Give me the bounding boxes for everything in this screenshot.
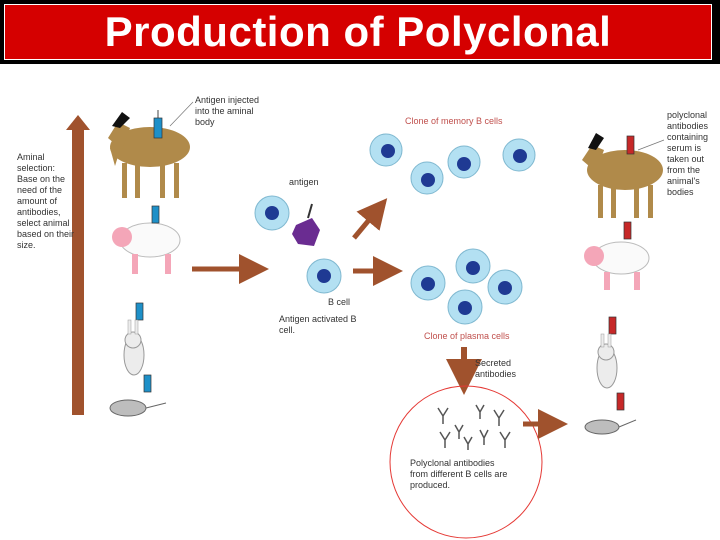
- plasma-cell: [410, 265, 446, 301]
- syringe-icon: [153, 110, 163, 139]
- goat-icon: [108, 112, 190, 198]
- antibody-circle: [389, 385, 543, 539]
- serum-taken-label: polyclonal antibodies containing serum i…: [667, 110, 709, 197]
- antibody-icon: [437, 404, 511, 450]
- animal-selection-label: Aminal selection: Base on the need of th…: [17, 152, 75, 250]
- antigen-icon: [292, 203, 320, 246]
- mouse-icon: [109, 399, 167, 417]
- polyclonal-produced-label: Polyclonal antibodies from different B c…: [410, 458, 508, 490]
- rabbit-icon: [596, 333, 618, 389]
- sheep-icon: [112, 222, 181, 274]
- b-cell-label: B cell: [328, 297, 351, 307]
- b-cell-top: [254, 195, 290, 231]
- syringe-icon: [151, 205, 160, 224]
- syringe-icon: [143, 374, 152, 393]
- pointer-line: [637, 139, 665, 151]
- flow-arrow: [352, 198, 388, 240]
- pointer-line: [169, 101, 194, 127]
- title-banner: Production of Polyclonal: [0, 0, 720, 64]
- sheep-icon: [584, 241, 650, 290]
- rabbit-icon: [123, 319, 145, 376]
- page-title: Production of Polyclonal: [104, 8, 612, 55]
- syringe-icon: [608, 316, 617, 335]
- title-banner-inner: Production of Polyclonal: [4, 4, 712, 60]
- memory-cell: [369, 133, 403, 167]
- syringe-icon: [616, 392, 625, 411]
- antigen-label: antigen: [289, 177, 319, 187]
- plasma-cell: [447, 289, 483, 325]
- memory-cell: [410, 161, 444, 195]
- memory-cell: [502, 138, 536, 172]
- b-cell-activated: [306, 258, 342, 294]
- mouse-icon: [584, 419, 637, 435]
- syringe-icon: [623, 221, 632, 240]
- syringe-icon: [135, 302, 144, 321]
- goat-icon: [582, 133, 663, 218]
- diagram-canvas: [66, 101, 665, 539]
- syringe-icon: [626, 135, 635, 155]
- secreted-antibodies-label: Secreted antibodies: [475, 358, 517, 379]
- plasma-cell: [487, 269, 523, 305]
- plasma-clone-label: Clone of plasma cells: [424, 331, 510, 341]
- antigen-injected-label: Antigen injected into the aminal body: [195, 95, 260, 127]
- antigen-activated-label: Antigen activated B cell.: [279, 314, 357, 335]
- selection-arrow: [66, 115, 90, 415]
- memory-cell: [447, 145, 481, 179]
- plasma-cell: [455, 248, 491, 284]
- memory-clone-label: Clone of memory B cells: [405, 116, 503, 126]
